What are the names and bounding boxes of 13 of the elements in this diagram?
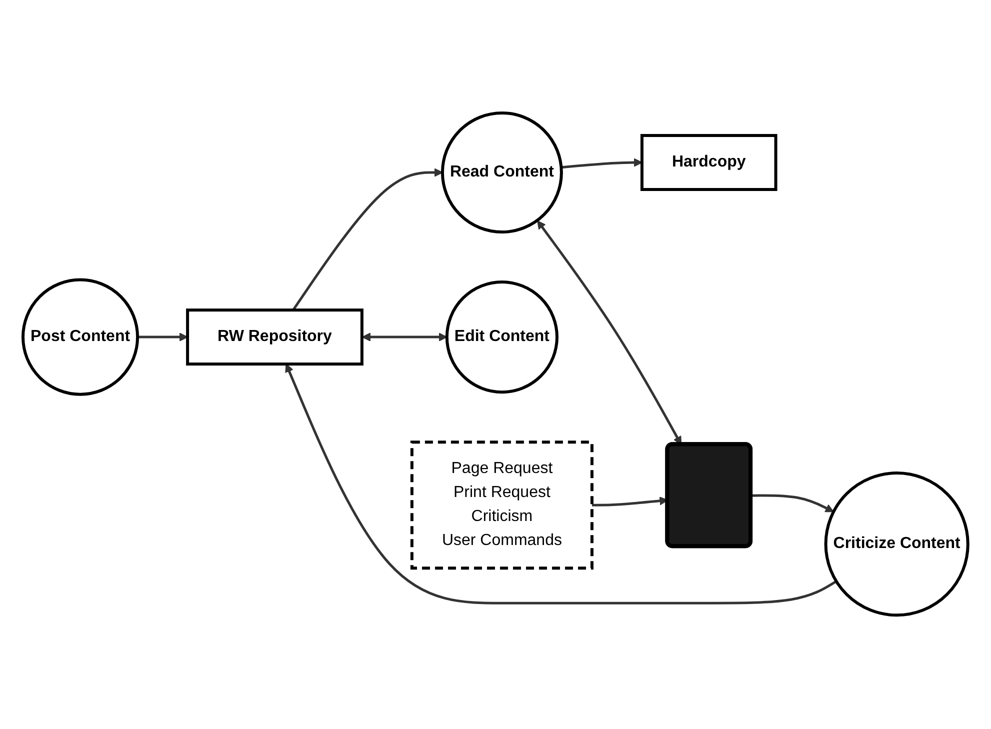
node-box: Hardcopy bbox=[640, 134, 778, 192]
arrow bbox=[285, 364, 837, 605]
node-circle: Edit Content bbox=[445, 280, 559, 394]
node-circle: Post Content bbox=[22, 278, 140, 396]
arrow bbox=[362, 333, 448, 342]
node-box: RW Repository bbox=[186, 308, 364, 366]
arrow bbox=[751, 494, 834, 513]
node-circle: Read Content bbox=[441, 112, 563, 234]
node-circle: Criticize Content bbox=[824, 472, 970, 618]
arrow bbox=[561, 158, 642, 170]
node-box: Page Request Print Request Criticism User Commands bbox=[410, 441, 594, 570]
arrow bbox=[292, 168, 443, 312]
arrow bbox=[138, 333, 188, 342]
